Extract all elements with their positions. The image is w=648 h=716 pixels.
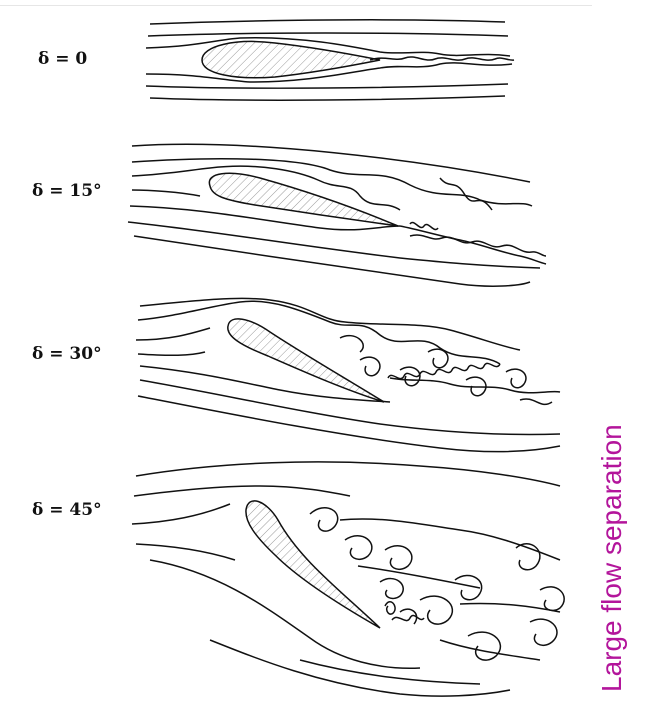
label-delta-0: δ = 0: [38, 49, 87, 69]
panel-delta-45: [132, 462, 564, 696]
label-delta-45: δ = 45°: [32, 500, 102, 520]
panel-delta-30: [136, 298, 560, 451]
airfoil: [209, 173, 398, 226]
streamlines: [132, 462, 564, 696]
label-delta-15: δ = 15°: [32, 181, 102, 201]
panel-delta-0: [146, 20, 514, 100]
label-delta-30: δ = 30°: [32, 344, 102, 364]
panel-delta-15: [128, 144, 546, 286]
airfoil: [246, 501, 380, 628]
side-annotation: Large flow separation: [596, 424, 628, 692]
streamlines: [136, 298, 560, 451]
